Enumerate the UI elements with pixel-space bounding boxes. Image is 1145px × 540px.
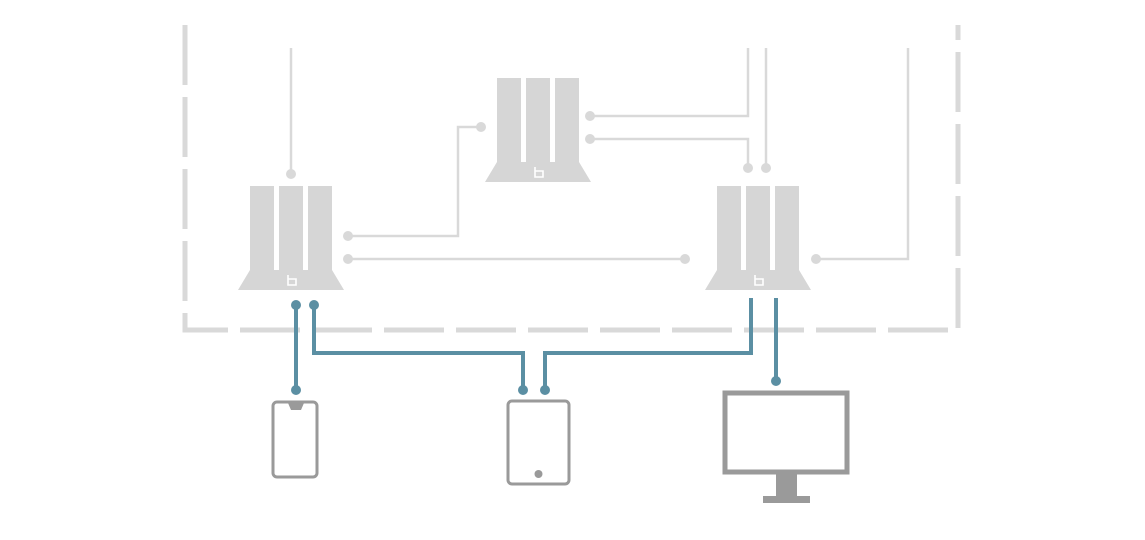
mesh-router-icon: [705, 186, 811, 290]
port-dot: [811, 254, 821, 264]
port-dot: [743, 163, 753, 173]
link-right-outer: [816, 48, 910, 261]
tablet-icon: [506, 399, 571, 486]
port-dot: [761, 163, 771, 173]
mesh-router-icon: [238, 186, 344, 290]
smartphone-icon: [271, 400, 319, 479]
link-top-to-right-b: [590, 137, 750, 168]
network-boundary: [182, 25, 961, 333]
link-top-to-right-a: [590, 48, 750, 118]
link-left-to-top: [348, 125, 481, 238]
device-link-dots: [291, 300, 781, 395]
port-dot: [585, 111, 595, 121]
internal-link-dots: [286, 111, 821, 264]
port-dot: [540, 385, 550, 395]
port-dot: [680, 254, 690, 264]
port-dot: [518, 385, 528, 395]
port-dot: [771, 376, 781, 386]
internal-links: [289, 48, 910, 261]
port-dot: [585, 134, 595, 144]
link-tablet-right: [543, 298, 753, 390]
desktop-monitor-icon: [722, 390, 850, 503]
mesh-router-icon: [485, 78, 591, 182]
link-tablet-left: [312, 305, 525, 390]
port-dot: [476, 122, 486, 132]
port-dot: [291, 385, 301, 395]
port-dot: [286, 169, 296, 179]
port-dot: [343, 231, 353, 241]
port-dot: [291, 300, 301, 310]
port-dot: [309, 300, 319, 310]
port-dot: [343, 254, 353, 264]
device-links: [294, 298, 778, 390]
